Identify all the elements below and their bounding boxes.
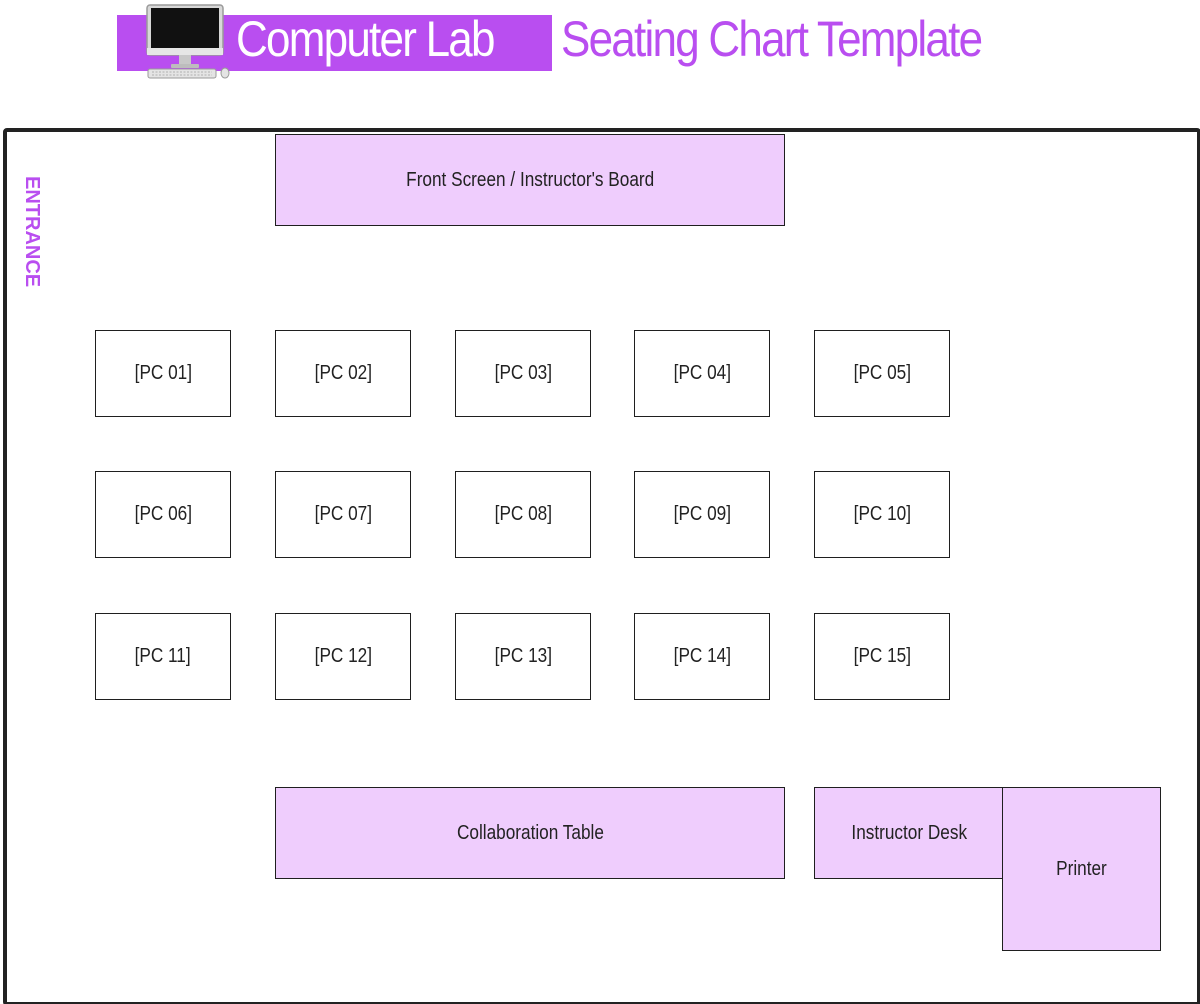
pc-station-label: [PC 15]	[853, 645, 911, 667]
pc-station-label: [PC 03]	[494, 362, 552, 384]
pc-station[interactable]: [PC 10]	[814, 471, 950, 558]
printer-label: Printer	[1056, 857, 1107, 880]
entrance-label: ENTRANCE	[21, 176, 43, 288]
collaboration-table: Collaboration Table	[275, 787, 785, 879]
pc-station-label: [PC 01]	[134, 362, 192, 384]
pc-station[interactable]: [PC 08]	[455, 471, 591, 558]
pc-station[interactable]: [PC 12]	[275, 613, 411, 700]
front-screen-board: Front Screen / Instructor's Board	[275, 134, 785, 226]
pc-station-label: [PC 09]	[673, 503, 731, 525]
pc-station-label: [PC 06]	[134, 503, 192, 525]
pc-station[interactable]: [PC 04]	[634, 330, 770, 417]
pc-station[interactable]: [PC 01]	[95, 330, 231, 417]
front-screen-label: Front Screen / Instructor's Board	[405, 168, 655, 191]
pc-station-label: [PC 13]	[494, 645, 552, 667]
page-title-rest: Seating Chart Template	[561, 11, 983, 67]
room-outline	[3, 128, 1200, 1004]
pc-station[interactable]: [PC 09]	[634, 471, 770, 558]
pc-station-label: [PC 12]	[314, 645, 372, 667]
pc-station-label: [PC 05]	[853, 362, 911, 384]
pc-station[interactable]: [PC 05]	[814, 330, 950, 417]
pc-station[interactable]: [PC 14]	[634, 613, 770, 700]
pc-station-label: [PC 10]	[853, 503, 911, 525]
pc-station[interactable]: [PC 13]	[455, 613, 591, 700]
pc-station[interactable]: [PC 02]	[275, 330, 411, 417]
pc-station[interactable]: [PC 07]	[275, 471, 411, 558]
pc-station-label: [PC 08]	[494, 503, 552, 525]
pc-station[interactable]: [PC 15]	[814, 613, 950, 700]
pc-station[interactable]: [PC 11]	[95, 613, 231, 700]
page-title-highlight: Computer Lab	[236, 11, 495, 67]
pc-station-label: [PC 07]	[314, 503, 372, 525]
pc-station-label: [PC 11]	[134, 645, 192, 667]
pc-station-label: [PC 14]	[673, 645, 731, 667]
pc-station[interactable]: [PC 03]	[455, 330, 591, 417]
pc-station[interactable]: [PC 06]	[95, 471, 231, 558]
printer: Printer	[1002, 787, 1161, 951]
collaboration-table-label: Collaboration Table	[456, 821, 604, 844]
instructor-desk-label: Instructor Desk	[851, 821, 967, 844]
pc-station-label: [PC 02]	[314, 362, 372, 384]
desktop-computer-icon	[145, 3, 235, 86]
pc-station-label: [PC 04]	[673, 362, 731, 384]
instructor-desk: Instructor Desk	[814, 787, 1004, 879]
